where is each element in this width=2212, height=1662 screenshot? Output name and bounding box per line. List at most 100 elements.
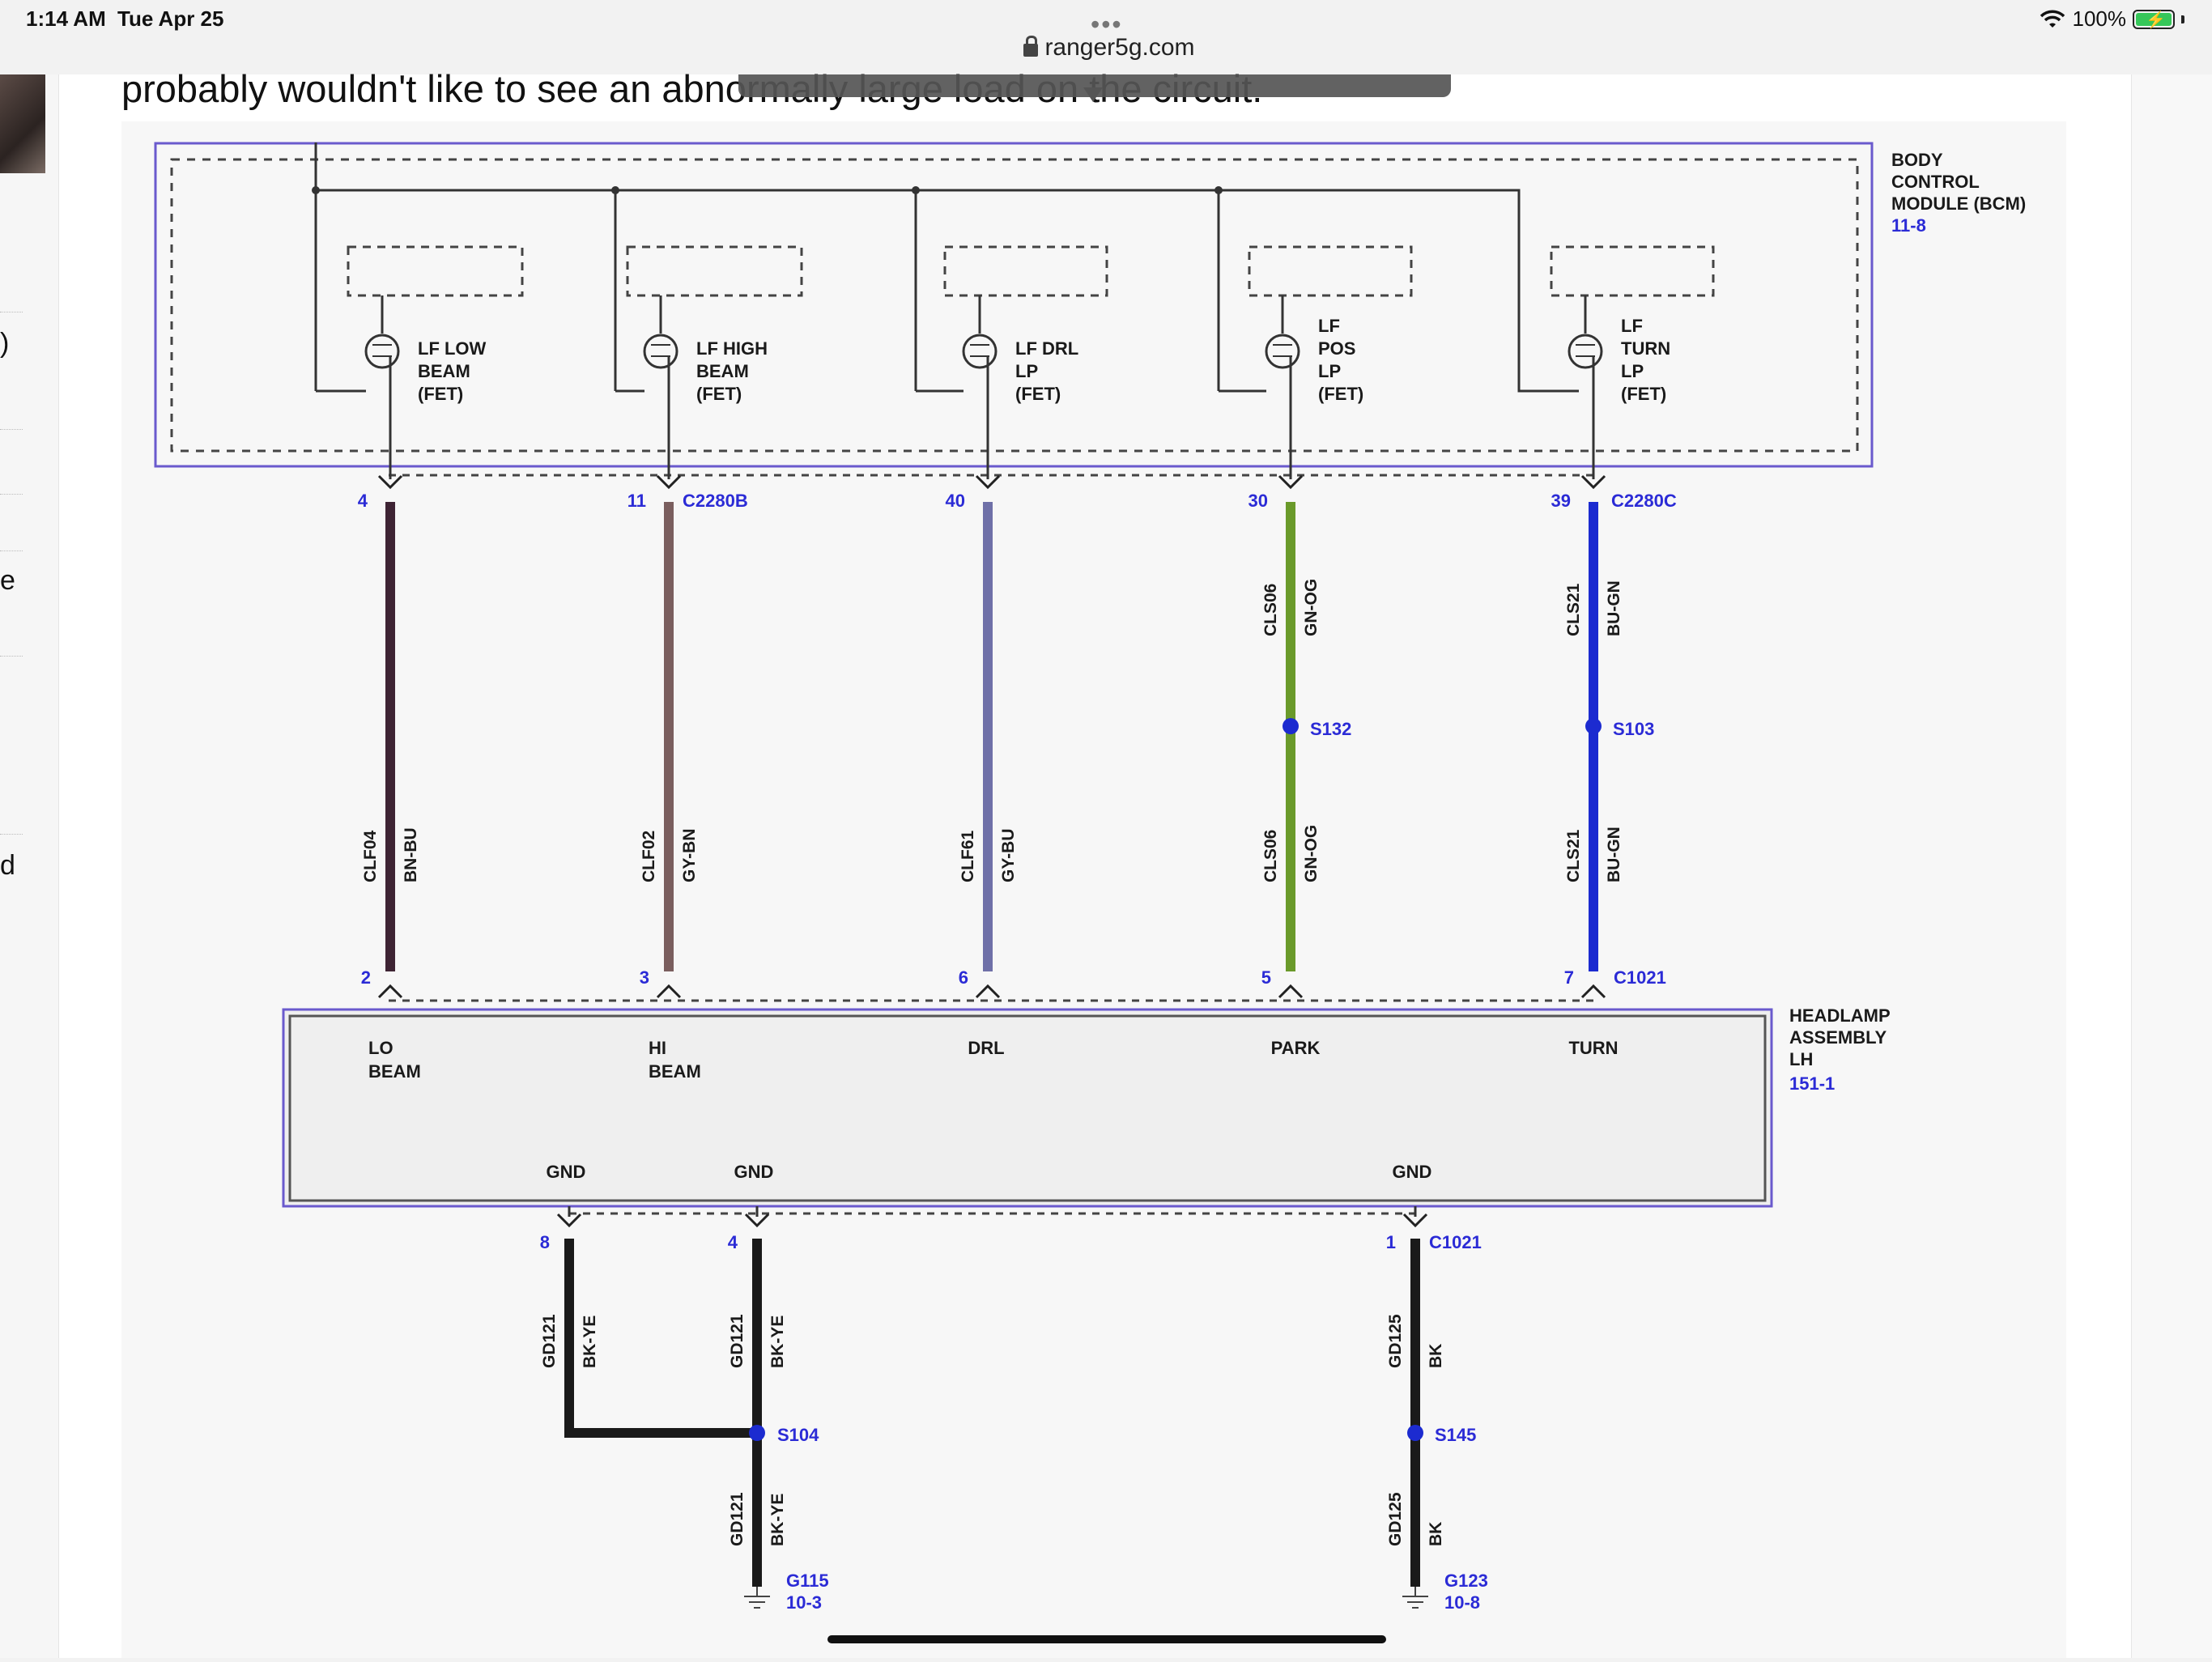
headlamp-name-label: HEADLAMP	[1789, 1005, 1891, 1026]
bcm-outline	[154, 142, 1874, 468]
more-options-icon[interactable]: •••	[1091, 10, 1123, 39]
connector-label-c2280b: C2280B	[683, 491, 748, 511]
top-connector-arrow-icon	[975, 474, 1001, 490]
bcm-name-label: MODULE (BCM)	[1891, 193, 2026, 214]
wire-circuit-label: CLS21	[1564, 583, 1583, 636]
bus-junction-dot	[1214, 186, 1223, 194]
gnd-pin-number: 8	[540, 1232, 550, 1252]
lock-icon	[1023, 36, 1039, 57]
url-text: ranger5g.com	[1044, 34, 1195, 61]
sidebar-divider	[0, 834, 23, 835]
left-sidebar	[0, 74, 59, 1658]
headlamp-function-label: PARK	[1271, 1038, 1321, 1058]
splice-dot	[1283, 718, 1299, 734]
fet-driver-box	[943, 245, 1108, 297]
headlamp-name-label: LH	[1789, 1049, 1813, 1069]
bottom-pin-number: 7	[1564, 967, 1574, 988]
battery-percent: 100%	[2072, 6, 2127, 31]
bcm-bus-line	[316, 189, 1579, 393]
splice-label-s104: S104	[777, 1425, 819, 1445]
bottom-connector-arrow-icon	[975, 984, 1001, 999]
splice-label-s145: S145	[1435, 1425, 1476, 1445]
fet-driver-box	[1550, 245, 1715, 297]
status-right: 100% ⚡	[2039, 6, 2184, 32]
right-gutter	[2131, 74, 2212, 1658]
top-pin-number: 40	[946, 491, 965, 511]
top-pin-number: 4	[358, 491, 368, 511]
fet-label: (FET)	[1015, 384, 1061, 404]
ground-id-label: G123	[1444, 1571, 1488, 1591]
connector-label-c1021: C1021	[1614, 967, 1666, 988]
bottom-pin-number: 3	[640, 967, 649, 988]
top-pin-number: 11	[627, 491, 646, 511]
battery-tip	[2181, 15, 2184, 23]
fet-driver-box	[347, 245, 524, 297]
top-pin-number: 30	[1249, 491, 1268, 511]
fet-symbol-icon	[962, 334, 998, 369]
fet-label: LP	[1621, 361, 1644, 381]
gnd-wire-circuit-label: GD121	[540, 1314, 559, 1368]
bottom-pin-number: 5	[1261, 967, 1271, 988]
bottom-connector-arrow-icon	[656, 984, 682, 999]
headlamp-function-label: TURN	[1568, 1038, 1618, 1058]
headlamp-outline	[282, 1008, 1773, 1208]
headlamp-function-label: LO	[368, 1038, 393, 1058]
splice-dot	[1585, 718, 1602, 734]
sidebar-divider	[0, 494, 23, 495]
gnd-connector-arrow-icon	[744, 1213, 770, 1228]
wifi-icon	[2040, 10, 2065, 28]
top-connector-arrow-icon	[656, 474, 682, 490]
gnd-wire-circuit-label: GD125	[1386, 1314, 1405, 1368]
gnd-wire-color-label: BK-YE	[581, 1316, 599, 1368]
splice-dot	[1407, 1425, 1423, 1441]
gnd-pin-number: 4	[728, 1232, 738, 1252]
wire-color-label: GN-OG	[1302, 825, 1321, 882]
bcm-name-label: CONTROL	[1891, 172, 1980, 192]
bottom-pin-number: 6	[959, 967, 968, 988]
bcm-ref-label: 11-8	[1891, 215, 1926, 236]
bottom-pin-number: 2	[361, 967, 371, 988]
fet-symbol-icon	[1265, 334, 1300, 369]
fet-label: LF LOW	[418, 338, 487, 359]
wire-color-label: GY-BN	[680, 828, 699, 882]
gnd-label: GND	[1393, 1162, 1432, 1182]
bottom-connector-arrow-icon	[377, 984, 403, 999]
wire-circuit-label: CLF04	[361, 831, 380, 883]
fet-label: (FET)	[418, 384, 463, 404]
fet-label: LF	[1318, 316, 1340, 336]
fet-label: TURN	[1621, 338, 1670, 359]
wire-color-label: BU-GN	[1605, 580, 1623, 636]
wire-circuit-label: CLS06	[1261, 584, 1280, 636]
gnd-connector-arrow-icon	[1402, 1213, 1428, 1228]
status-date: Tue Apr 25	[117, 6, 224, 31]
home-indicator[interactable]	[827, 1635, 1386, 1643]
fet-symbol-icon	[364, 334, 400, 369]
connector-label-c2280c: C2280C	[1611, 491, 1677, 511]
gnd-wire-color-label: BK	[1427, 1522, 1445, 1546]
splice-dot	[749, 1425, 765, 1441]
headlamp-function-label: BEAM	[368, 1061, 421, 1082]
bus-junction-dot	[611, 186, 619, 194]
address-bar[interactable]: ranger5g.com	[972, 34, 1247, 62]
sidebar-text-fragment: d	[0, 850, 15, 881]
wire-color-label: BN-BU	[402, 827, 420, 882]
fet-label: BEAM	[696, 361, 749, 381]
sidebar-divider	[0, 429, 23, 430]
top-connector-arrow-icon	[377, 474, 403, 490]
bus-junction-dot	[912, 186, 920, 194]
status-bar: 1:14 AM Tue Apr 25 100% ⚡	[0, 0, 2212, 39]
avatar-thumbnail[interactable]	[0, 74, 45, 173]
ground-id-label: G115	[786, 1571, 829, 1591]
browser-toolbar: ••• ranger5g.com	[0, 0, 2212, 74]
fet-symbol-icon	[643, 334, 678, 369]
gnd-wire-color-label: BK-YE	[768, 1494, 787, 1546]
wire-color-label: GN-OG	[1302, 579, 1321, 636]
fet-label: (FET)	[696, 384, 742, 404]
headlamp-function-label: DRL	[968, 1038, 1004, 1058]
fet-label: POS	[1318, 338, 1355, 359]
headlamp-name-label: ASSEMBLY	[1789, 1027, 1887, 1048]
fet-label: LP	[1318, 361, 1341, 381]
gnd-wire-circuit-label: GD125	[1386, 1492, 1405, 1546]
